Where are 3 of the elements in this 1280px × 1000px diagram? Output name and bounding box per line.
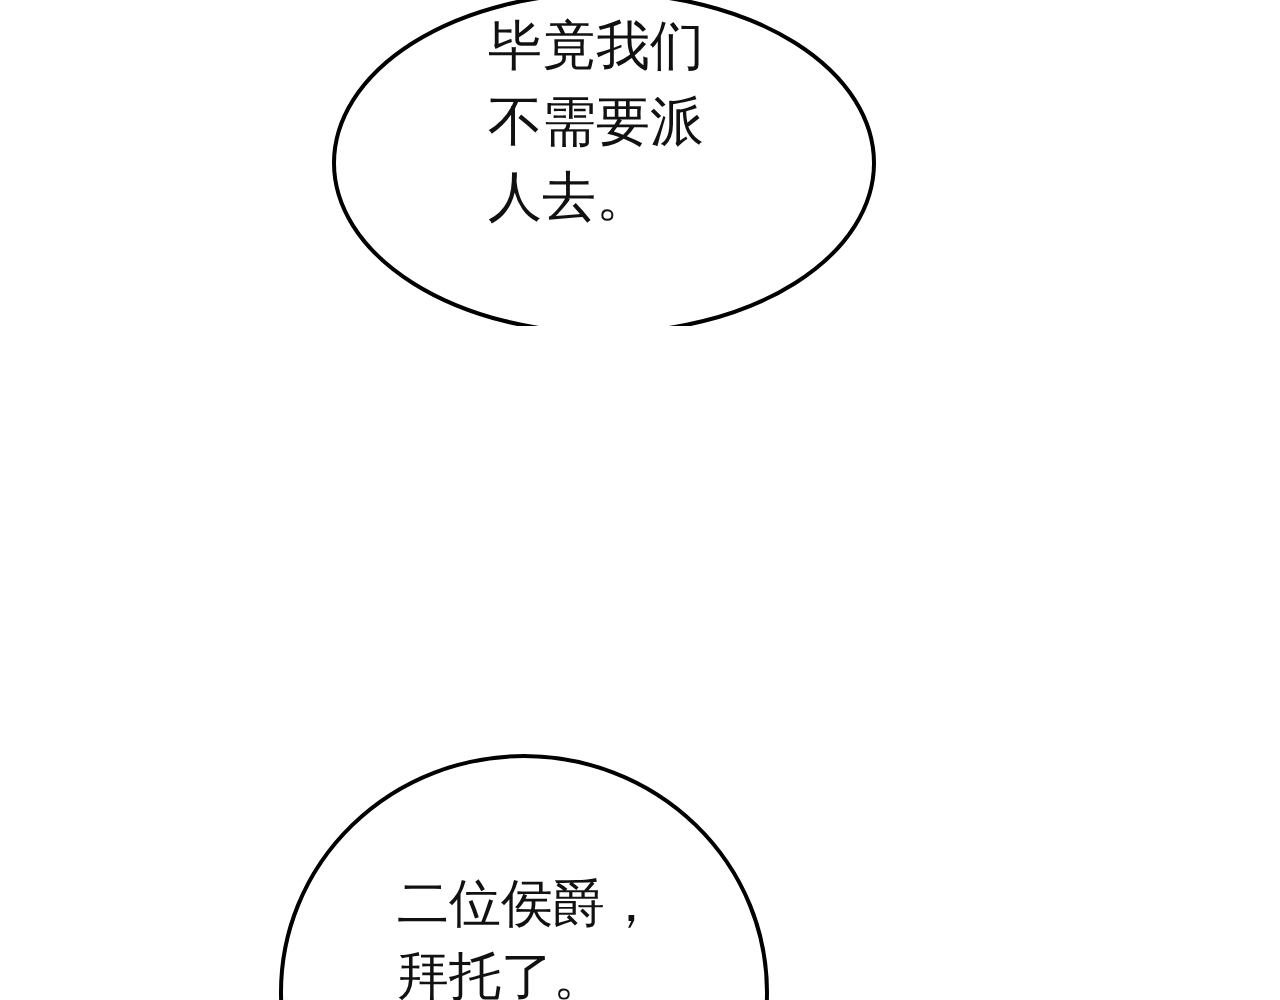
speech-bubble bbox=[330, 0, 878, 326]
speech-bubble bbox=[277, 752, 771, 1000]
speech-text: 毕竟我们不需要派人去。 bbox=[488, 13, 705, 231]
